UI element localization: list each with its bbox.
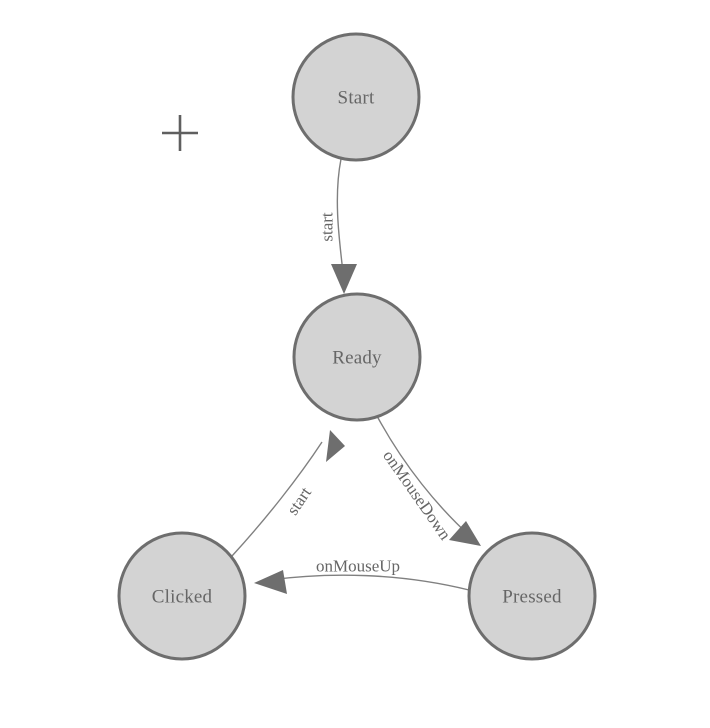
node-clicked[interactable]: Clicked: [117, 531, 247, 661]
node-pressed[interactable]: Pressed: [467, 531, 597, 661]
node-circle-clicked[interactable]: [117, 531, 247, 661]
arrowhead-ready-to-pressed: [449, 521, 481, 546]
node-layer: Start Ready Clicked Pressed: [117, 32, 597, 661]
edge-ready-to-pressed[interactable]: onMouseDown: [376, 415, 481, 546]
edge-label-group-pressed-to-clicked: onMouseUp: [316, 557, 400, 576]
arrowhead-clicked-to-ready: [326, 430, 345, 462]
node-label-clicked: Clicked: [152, 587, 213, 608]
node-ready[interactable]: Ready: [292, 292, 422, 422]
edge-start-to-ready[interactable]: start: [318, 158, 358, 294]
node-label-ready: Ready: [332, 348, 382, 369]
node-circle-ready[interactable]: [292, 292, 422, 422]
edge-label-clicked-to-ready: start: [283, 483, 315, 518]
arrowhead-start-to-ready: [331, 264, 357, 294]
edge-label-start-to-ready: start: [318, 212, 337, 242]
arrowhead-pressed-to-clicked: [254, 570, 287, 594]
node-start[interactable]: Start: [291, 32, 421, 162]
crosshair-icon: [162, 115, 198, 151]
edge-label-ready-to-pressed: onMouseDown: [379, 447, 455, 544]
edge-path-clicked-to-ready: [231, 441, 323, 557]
edge-path-ready-to-pressed: [376, 415, 472, 538]
node-circle-start[interactable]: [291, 32, 421, 162]
edge-label-group-ready-to-pressed: onMouseDown: [379, 447, 455, 544]
node-label-start: Start: [338, 88, 375, 109]
edge-path-start-to-ready: [336, 158, 345, 282]
edge-label-group-clicked-to-ready: start: [283, 483, 315, 518]
edge-label-group-start-to-ready: start: [318, 212, 337, 242]
edge-path-pressed-to-clicked: [268, 574, 470, 591]
node-label-pressed: Pressed: [502, 587, 562, 608]
edge-clicked-to-ready[interactable]: start: [231, 430, 345, 557]
edge-pressed-to-clicked[interactable]: onMouseUp: [254, 557, 470, 595]
edge-label-pressed-to-clicked: onMouseUp: [316, 557, 400, 576]
node-circle-pressed[interactable]: [467, 531, 597, 661]
